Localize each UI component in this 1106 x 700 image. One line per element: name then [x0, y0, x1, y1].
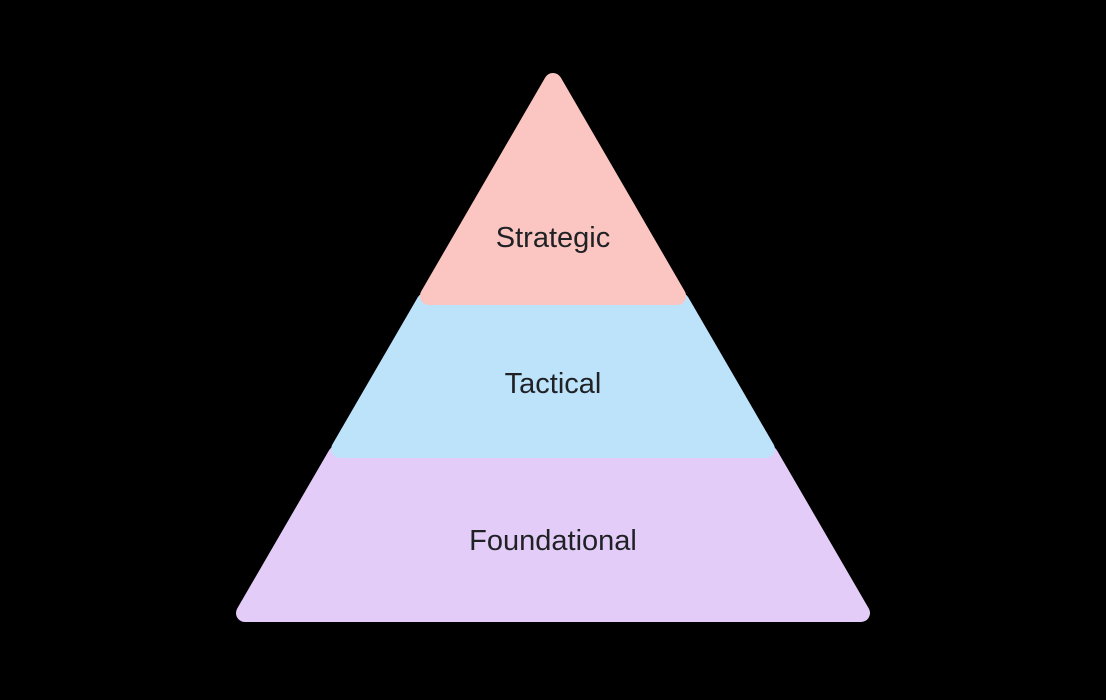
tier-tactical-label: Tactical	[505, 368, 602, 400]
tier-strategic-shape	[419, 73, 687, 305]
tier-strategic-label: Strategic	[496, 222, 610, 254]
tier-foundational-label: Foundational	[469, 525, 637, 557]
